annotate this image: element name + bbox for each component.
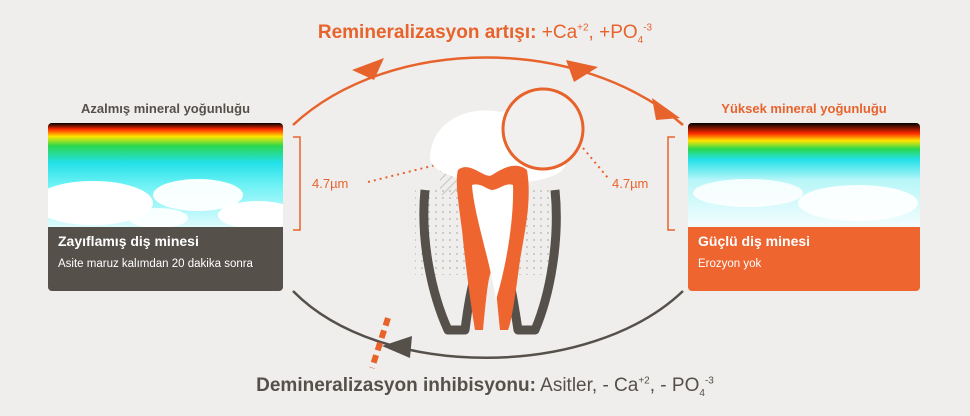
heading-text: Asitler, - Ca <box>535 375 639 396</box>
left-panel-subtitle: Asite maruz kalımdan 20 dakika sonra <box>58 258 253 270</box>
heading-text: +Ca <box>536 22 578 43</box>
inhibition-marker <box>369 317 391 369</box>
heading-superscript: +2 <box>577 22 589 34</box>
left-panel-title: Zayıflamış diş minesi <box>58 233 199 249</box>
heading-text: , +PO <box>588 22 638 43</box>
heading-superscript: -3 <box>643 22 653 34</box>
arrow-head-icon <box>566 60 598 82</box>
right-density-image <box>688 123 920 227</box>
right-panel-subtitle: Erozyon yok <box>698 258 762 270</box>
bracket-left <box>293 136 301 231</box>
heading-text: , - PO <box>649 375 700 396</box>
measurement-right: 4.7µm <box>612 176 649 191</box>
zoom-circle <box>501 87 585 171</box>
bracket-right <box>667 136 675 231</box>
left-density-image <box>48 123 283 227</box>
right-panel-title: Güçlü diş minesi <box>698 233 811 249</box>
remineralization-label: Remineralizasyon artışı: <box>317 22 537 43</box>
arrow-head-icon <box>352 58 384 80</box>
heading-subscript: 4 <box>699 387 705 399</box>
demineralization-arc <box>292 290 684 359</box>
left-panel-heading: Azalmış mineral yoğunluğu <box>80 101 251 116</box>
remineralization-heading: Remineralizasyon artışı: +Ca+2, +PO4-3 <box>0 22 970 46</box>
demineralization-label: Demineralizasyon inhibisyonu: <box>256 375 536 396</box>
arrow-head-icon <box>652 98 680 120</box>
right-panel-heading: Yüksek mineral yoğunluğu <box>721 101 887 116</box>
left-panel: Zayıflamış diş minesi Asite maruz kalımd… <box>48 123 283 291</box>
measurement-left: 4.7µm <box>312 176 349 191</box>
pointer-line-right <box>582 147 609 179</box>
remineralization-arc <box>292 56 684 126</box>
heading-subscript: 4 <box>637 34 644 46</box>
heading-superscript: -3 <box>704 375 714 387</box>
heading-superscript: +2 <box>638 375 650 387</box>
right-panel: Güçlü diş minesi Erozyon yok <box>688 123 920 291</box>
demineralization-heading: Demineralizasyon inhibisyonu: Asitler, -… <box>0 375 970 399</box>
pulp-inner <box>472 184 514 300</box>
arrow-head-icon <box>382 336 412 358</box>
